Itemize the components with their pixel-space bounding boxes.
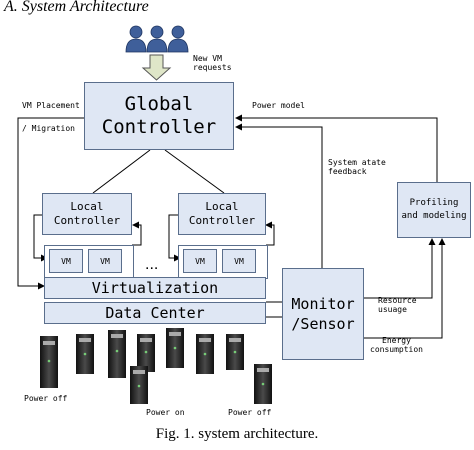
users-icon (125, 25, 189, 53)
ellipsis: ... (145, 256, 159, 273)
vm-box: VM (88, 249, 122, 273)
section-title: A. System Architecture (4, 0, 149, 15)
servers-icon (40, 328, 272, 404)
vm-box: VM (49, 249, 83, 273)
power-off-left-label: Power off (24, 394, 68, 403)
power-model-label: Power model (252, 101, 305, 110)
new-vm-arrow (141, 54, 172, 81)
local-controller-left: Local Controller (42, 193, 132, 235)
system-state-label: System atate feedback (328, 158, 386, 176)
vm-box: VM (183, 249, 217, 273)
virtualization-layer: Virtualization (44, 277, 266, 299)
vm-placement-line (17, 117, 84, 290)
global-controller: Global Controller (84, 82, 234, 150)
local-controller-right: Local Controller (178, 193, 266, 235)
migration-label: / Migration (22, 124, 75, 133)
data-center: Data Center (44, 302, 266, 324)
vm-box: VM (222, 249, 256, 273)
energy-consumption-label: Energy consumption (370, 336, 423, 354)
new-vm-requests-label: New VM requests (193, 54, 232, 72)
power-on-label: Power on (146, 408, 185, 417)
monitor-sensor: Monitor /Sensor (282, 268, 364, 360)
profiling-modeling: Profiling and modeling (397, 182, 471, 238)
vm-placement-label: VM Placement (22, 101, 80, 110)
figure-caption: Fig. 1. system architecture. (155, 426, 319, 442)
resource-usage-label: Resource usuage (378, 296, 417, 314)
power-off-right-label: Power off (228, 408, 272, 417)
